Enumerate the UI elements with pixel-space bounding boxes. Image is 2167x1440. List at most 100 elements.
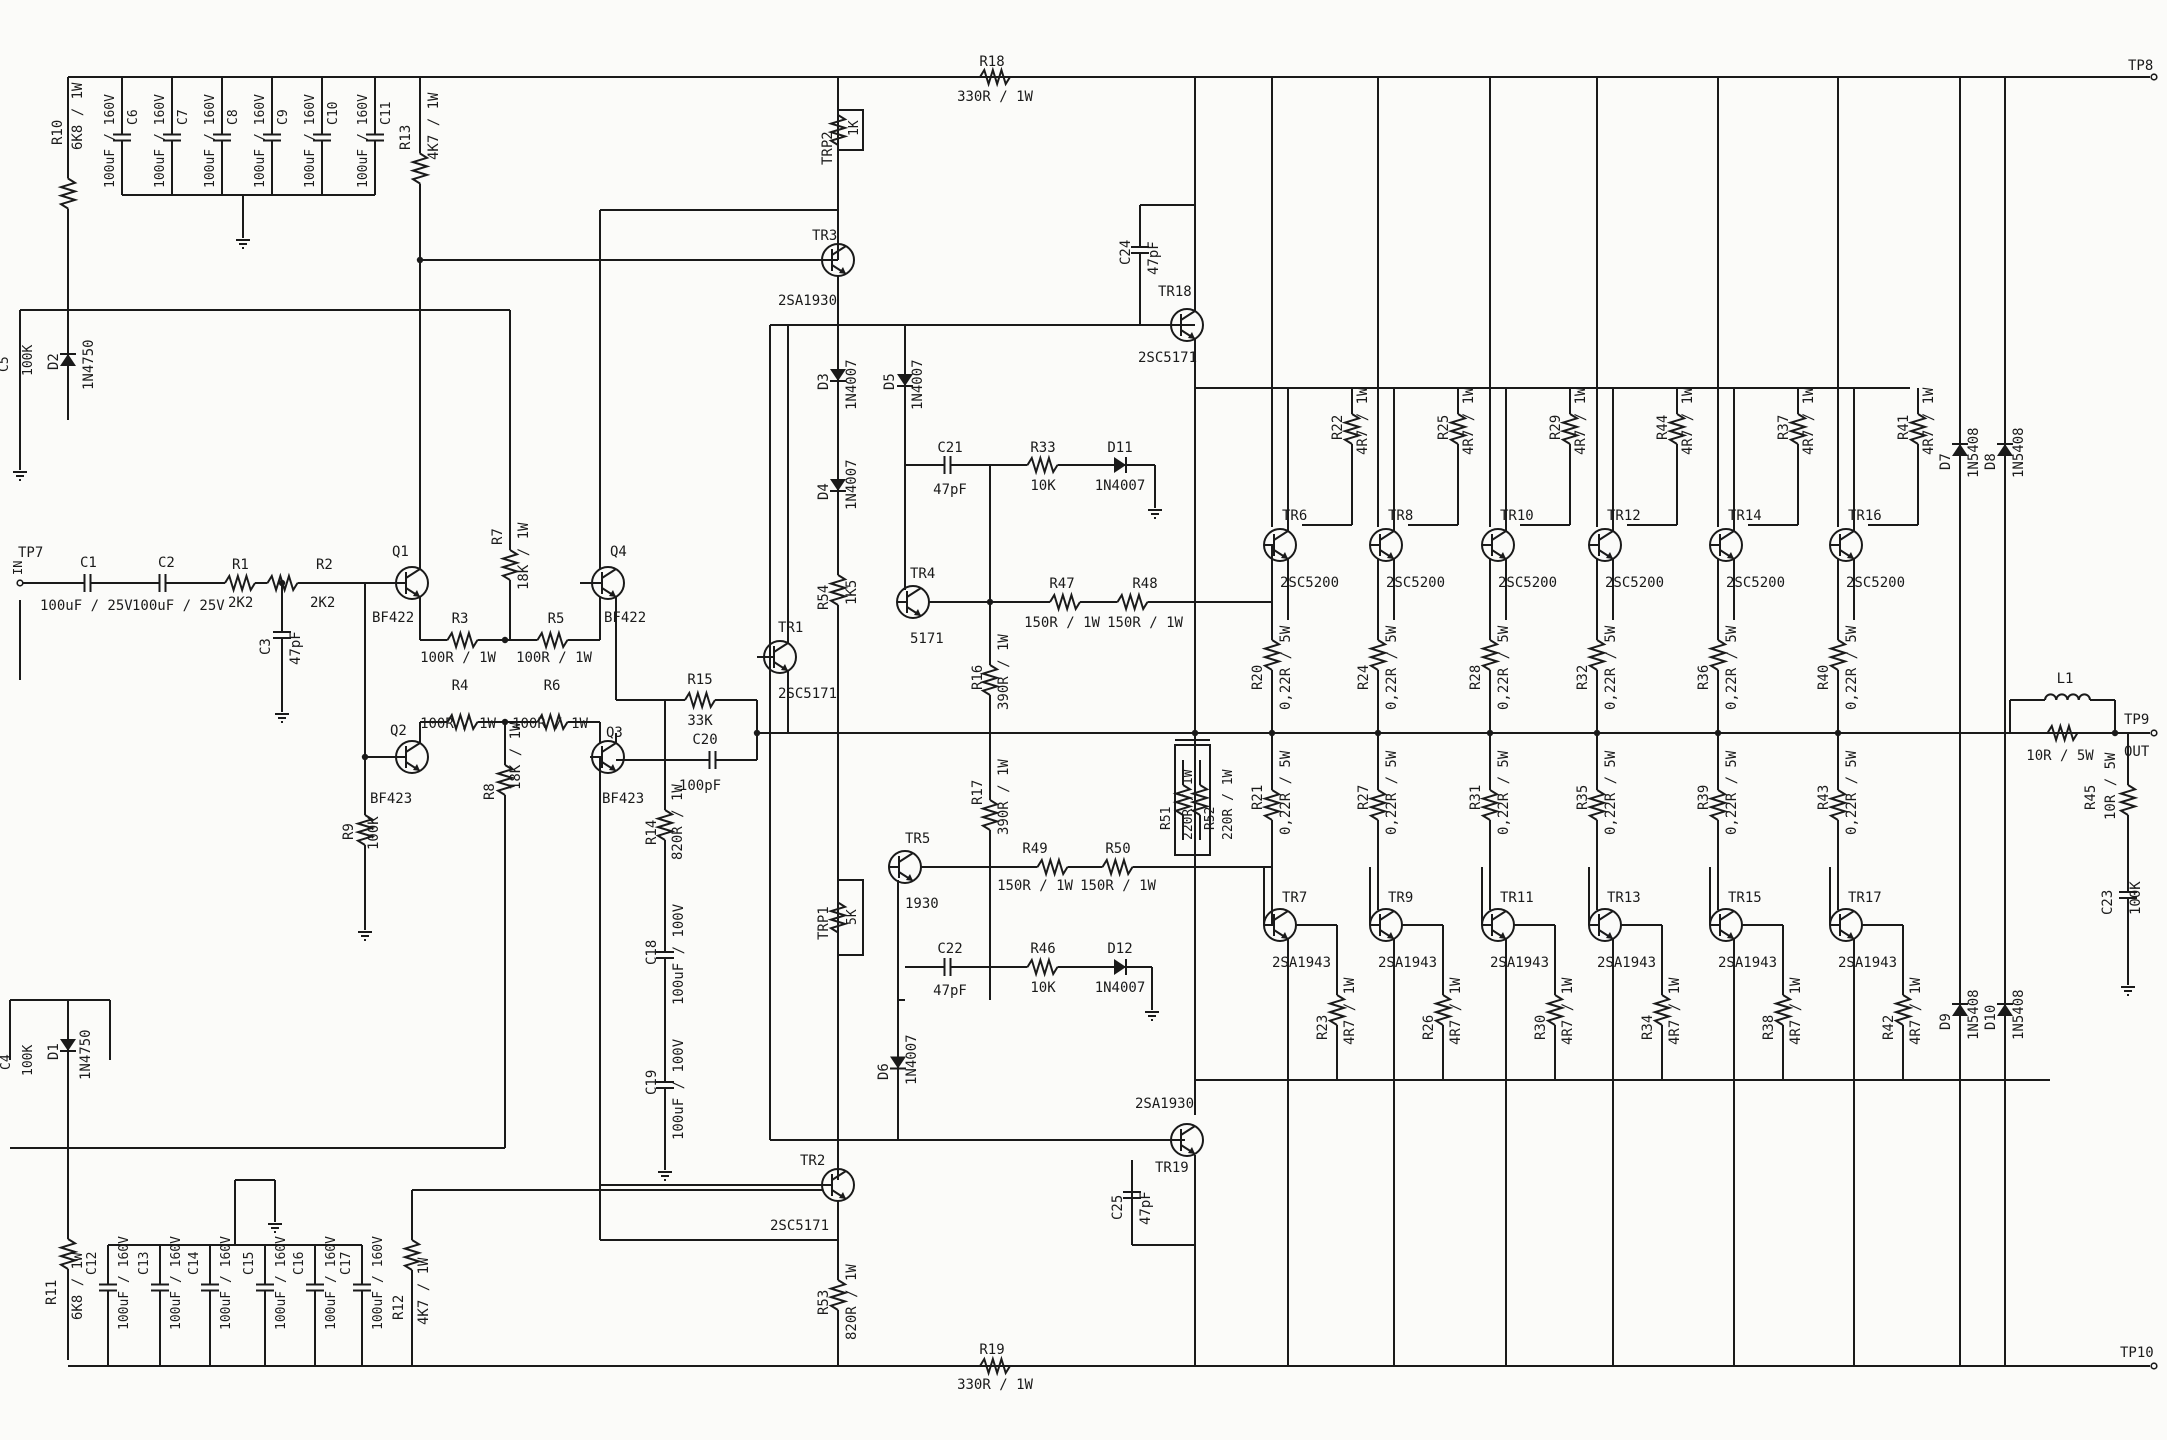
output-bot-transistor-2 [1369, 908, 1403, 942]
output-top-rb-value-4: 4R7 / 1W [1680, 387, 1696, 455]
junction-dot [753, 729, 761, 737]
output-top-rb-label-5: R37 [1776, 415, 1792, 440]
output-top-re-value-4: 0,22R / 5W [1603, 625, 1619, 710]
output-top-transistor-1 [1263, 528, 1297, 562]
output-top-re-value-1: 0,22R / 5W [1278, 625, 1294, 710]
output-bot-rb-label-6: R42 [1881, 1015, 1897, 1040]
r10-value: 6K8 / 1W [70, 82, 86, 150]
c10-value: 100uF / 160V [303, 94, 318, 188]
r12-resistor [401, 1190, 423, 1320]
q4-transistor [591, 566, 625, 600]
r3-resistor [420, 629, 505, 651]
r15-value: 33K [687, 713, 713, 729]
components [13, 66, 2158, 1377]
output-bot-emitter-resistor-1 [1261, 770, 1283, 840]
output-bot-emitter-resistor-4 [1586, 770, 1608, 840]
r45-resistor [2117, 770, 2139, 830]
output-bot-rb-value-1: 4R7 / 1W [1342, 977, 1358, 1045]
c8-value: 100uF / 160V [203, 94, 218, 188]
d12-value: 1N4007 [1095, 980, 1146, 996]
r10-resistor [57, 77, 79, 310]
ground-c23 [2121, 986, 2135, 996]
output-bot-emitter-resistor-3 [1479, 770, 1501, 840]
r46-value: 10K [1030, 980, 1056, 996]
d8-value: 1N5408 [2011, 427, 2027, 478]
c9-value: 100uF / 160V [253, 94, 268, 188]
q2-transistor [395, 740, 429, 774]
c11-label: C11 [379, 102, 394, 125]
junction-dot [1191, 729, 1199, 737]
output-top-re-label-2: R24 [1356, 665, 1372, 690]
r3-value: 100R / 1W [420, 650, 496, 666]
output-bot-value-3: 2SA1943 [1490, 955, 1549, 971]
output-top-label-5: TR14 [1728, 508, 1762, 524]
output-top-value-2: 2SC5200 [1386, 575, 1445, 591]
d1-diode [60, 1010, 76, 1080]
q3-transistor [591, 740, 625, 774]
d10-value: 1N5408 [2011, 989, 2027, 1040]
d6-label: D6 [876, 1063, 892, 1080]
tr18-transistor [1170, 308, 1204, 342]
trp1-label: TRP1 [816, 906, 832, 940]
r13-value: 4K7 / 1W [426, 92, 442, 160]
r12-label: R12 [391, 1295, 407, 1320]
c5-label: C5 [0, 356, 12, 372]
r47-resistor [1030, 591, 1100, 613]
r54-value: 1K5 [844, 580, 860, 605]
c13-value: 100uF / 160V [169, 1236, 184, 1330]
output-bot-value-4: 2SA1943 [1597, 955, 1656, 971]
output-bot-re-label-2: R27 [1356, 785, 1372, 810]
output-top-rb-value-6: 4R7 / 1W [1921, 387, 1937, 455]
output-bot-re-value-2: 0,22R / 5W [1384, 750, 1400, 835]
c9-capacitor [263, 125, 281, 150]
tp8-label: TP8 [2128, 58, 2153, 74]
output-bot-base-resistor-2 [1432, 980, 1454, 1040]
output-top-base-resistor-4 [1666, 388, 1688, 470]
output-bot-base-resistor-5 [1772, 980, 1794, 1040]
c20-label: C20 [692, 732, 717, 748]
tr4-transistor [896, 585, 930, 619]
r15-resistor [665, 689, 735, 711]
d10-diode [1997, 990, 2013, 1030]
output-bot-transistor-1 [1263, 908, 1297, 942]
output-top-rb-value-2: 4R7 / 1W [1461, 387, 1477, 455]
output-top-re-label-1: R20 [1250, 665, 1266, 690]
ground-c3 [275, 713, 289, 723]
r4-resistor [420, 711, 505, 733]
r52-label: R52 [1203, 807, 1218, 830]
output-bot-transistor-4 [1588, 908, 1622, 942]
c15-value: 100uF / 160V [274, 1236, 289, 1330]
output-bot-re-label-5: R39 [1696, 785, 1712, 810]
r10-label: R10 [50, 120, 66, 145]
r9-value: 100K [366, 816, 382, 850]
r6-value: 100R / 1W [512, 716, 588, 732]
c25-label: C25 [1110, 1195, 1126, 1220]
c17-value: 100uF / 160V [371, 1236, 386, 1330]
c12-label: C12 [85, 1252, 100, 1275]
output-top-emitter-resistor-6 [1827, 620, 1849, 690]
c21-capacitor [905, 456, 990, 474]
output-bot-base-resistor-4 [1651, 980, 1673, 1040]
tr18-value: 2SC5171 [1138, 350, 1197, 366]
output-top-label-1: TR6 [1282, 508, 1307, 524]
c13-label: C13 [137, 1252, 152, 1275]
tr5-label: TR5 [905, 831, 930, 847]
r52-value: 220R / 1W [1221, 769, 1236, 840]
c20-value: 100pF [679, 778, 721, 794]
r5-label: R5 [548, 611, 565, 627]
r8-resistor [494, 760, 516, 800]
r46-resistor [1020, 956, 1065, 978]
output-bot-transistor-5 [1709, 908, 1743, 942]
r33-label: R33 [1030, 440, 1055, 456]
tr1-value: 2SC5171 [778, 686, 837, 702]
d8-label: D8 [1983, 453, 1999, 470]
r7-value: 18K / 1W [516, 522, 532, 590]
output-bot-rb-value-3: 4R7 / 1W [1560, 977, 1576, 1045]
d1-value: 1N4750 [78, 1029, 94, 1080]
tr3-transistor [821, 243, 855, 277]
d2-label: D2 [46, 353, 62, 370]
c2-label: C2 [158, 555, 175, 571]
r47-label: R47 [1049, 576, 1074, 592]
output-bot-re-label-4: R35 [1575, 785, 1591, 810]
r51-r52-box [1174, 744, 1211, 856]
